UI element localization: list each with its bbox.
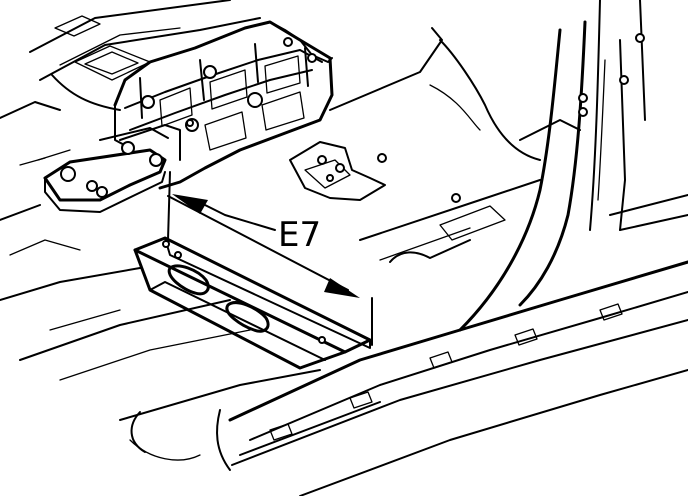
callout-label: E7 [278, 215, 321, 255]
callout-leader [167, 171, 373, 346]
b-pillar [458, 0, 688, 332]
rocker-sill [216, 260, 688, 496]
arrowhead-lower [324, 278, 360, 298]
cross-bracket [19, 127, 169, 213]
seat-mount-bracket [113, 20, 334, 190]
floor-bump [289, 141, 461, 203]
floor-pan-outline [0, 0, 321, 461]
side-panel [194, 27, 581, 263]
arrowhead-upper [172, 194, 208, 214]
crossmember-e7 [133, 236, 372, 370]
